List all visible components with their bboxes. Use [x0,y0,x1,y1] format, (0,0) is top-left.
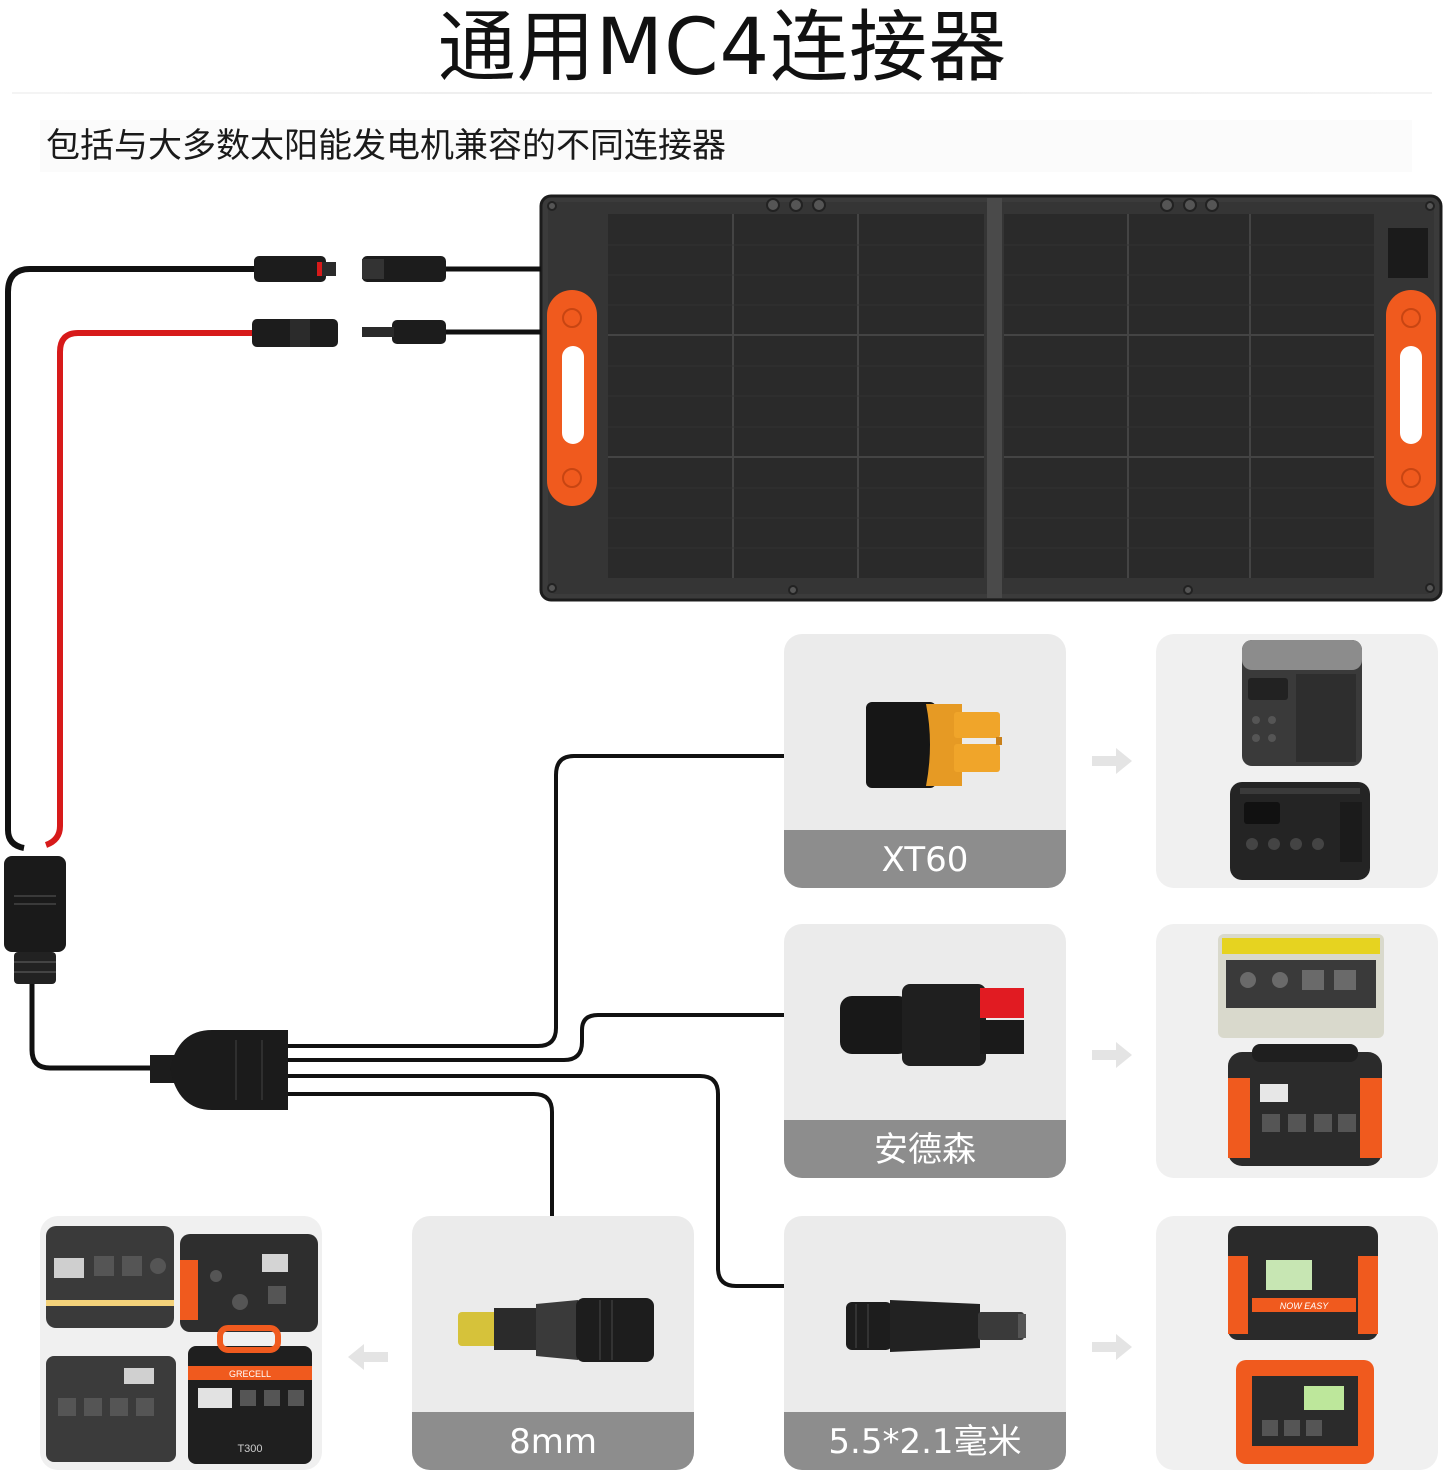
power-station-icon: GRECELL T300 [46,1226,318,1464]
model-text: T300 [237,1443,262,1455]
connector-card-xt60: XT60 [784,634,1066,888]
title-divider [12,92,1432,94]
power-station-icon [1230,640,1370,880]
connector-label: 8mm [412,1412,694,1470]
power-station-icon: NOW EASY [1228,1226,1378,1464]
arrow-right-icon [1092,1334,1132,1360]
connector-label: 5.5*2.1毫米 [784,1412,1066,1470]
panel-handle-left [547,290,597,506]
device-showcase-8mm: GRECELL T300 [40,1216,322,1470]
device-showcase-xt60 [1156,634,1438,888]
connector-label: XT60 [784,830,1066,888]
connector-label: 安德森 [784,1120,1066,1178]
panel-handle-right [1386,290,1436,506]
brand-text: NOW EASY [1280,1301,1330,1311]
device-showcase-anderson [1156,924,1438,1178]
xt60-connector-icon [866,702,1002,788]
power-station-icon [1218,934,1384,1166]
subtitle-band [40,120,1412,172]
connector-card-8mm: 8mm [412,1216,694,1470]
arrow-right-icon [1092,1042,1132,1068]
arrow-right-icon [1092,748,1132,774]
solar-panel-icon [539,194,1443,602]
mc4-connector-panel-top [362,256,446,282]
brand-text: GRECELL [229,1369,271,1379]
anderson-connector-icon [840,984,1024,1066]
page-subtitle: 包括与大多数太阳能发电机兼容的不同连接器 [46,126,726,166]
mc4-connector-cable-top [254,256,336,282]
connector-card-5521: 5.5*2.1毫米 [784,1216,1066,1470]
page-title: 通用MC4连接器 [437,3,1008,93]
dc-5521-connector-icon [846,1300,1026,1352]
8mm-barrel-connector-icon [458,1298,654,1362]
connector-card-anderson: 安德森 [784,924,1066,1178]
mc4-connector-cable-bottom [252,319,338,347]
y-splitter-connector [4,856,66,984]
mc4-connector-panel-bottom [362,320,446,344]
device-showcase-5521: NOW EASY [1156,1216,1438,1470]
four-way-splitter-hub [150,1030,288,1110]
arrow-left-icon [348,1344,388,1370]
